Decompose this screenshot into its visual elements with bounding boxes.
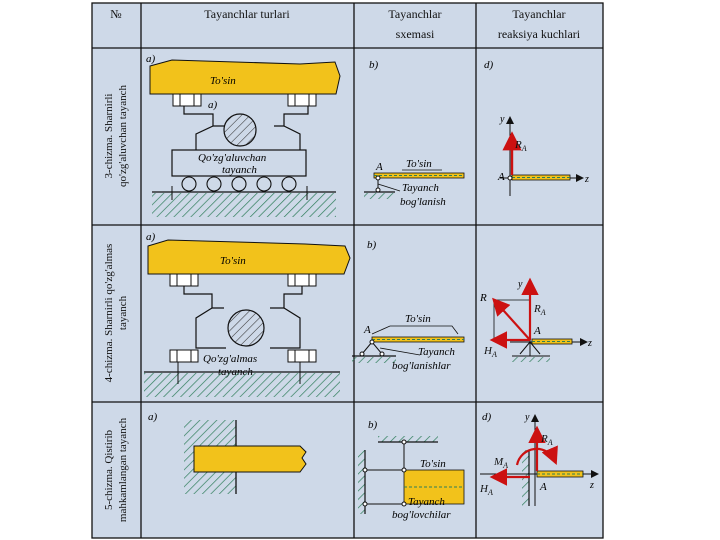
row1-force-ra-label: RA [514, 139, 527, 153]
row1-hinge [223, 113, 257, 147]
row1-movable-body [171, 149, 307, 177]
header-col3-line1: Tayanchlar [512, 7, 565, 21]
row2-beam [147, 239, 351, 275]
row2-ground [144, 373, 340, 397]
row1-scheme-support-1: Tayanch [402, 182, 439, 194]
row3-scheme: b) To'sin Tayanch bog'lovchilar [358, 419, 465, 521]
row1-reactions: d) y z RA A [484, 59, 589, 196]
row3-label-a: a) [148, 411, 158, 423]
row1-label-a: a) [146, 53, 156, 65]
row1-scheme-point: A [375, 161, 383, 173]
header-col2-line2: sxemasi [396, 27, 435, 41]
row2-hinge [227, 309, 265, 347]
table-grid [91, 2, 604, 539]
row1-point-a: A [497, 171, 505, 183]
row1-axis-z-label: z [584, 174, 589, 185]
row3-label-b: b) [368, 419, 378, 431]
row2-force-ra-label: RA [533, 303, 546, 317]
side-labels: 3-chizma. Sharnirli qo'zg'aluvchan tayan… [103, 85, 129, 523]
row2-side-line2: tayanch [117, 295, 129, 330]
row2-scheme-support-2: bog'lanishlar [392, 360, 451, 372]
row3-beam [193, 445, 307, 473]
row2-beam-label: To'sin [220, 255, 246, 267]
row3-force-ma-label: MA [493, 456, 508, 470]
row3-scheme-beam-label: To'sin [420, 458, 446, 470]
row2-scheme: b) To'sin A Tayanch bog'lanishlar [352, 239, 465, 372]
row2-label-a: a) [146, 231, 156, 243]
row1-reaction-beam [511, 174, 571, 181]
row1-beam-label: To'sin [210, 75, 236, 87]
row1-side-line2: qo'zg'aluvchan tayanch [117, 85, 129, 188]
row2-reactions: y z RA HA R A [479, 277, 592, 362]
row3-axis-z-label: z [589, 480, 594, 491]
row1-label-d: d) [484, 59, 494, 71]
row2-force-ha-label: HA [483, 345, 497, 359]
row2-scheme-point: A [363, 324, 371, 336]
row1-side-line1: 3-chizma. Sharnirli [103, 94, 115, 179]
row1-label-b: b) [369, 59, 379, 71]
header-col3-line2: reaksiya kuchlari [498, 27, 581, 41]
table-header: № Tayanchlar turlari Tayanchlar sxemasi … [110, 7, 581, 41]
row2-support-label-1: Qo'zg'almas [203, 353, 257, 365]
row1-support-label-2: tayanch [222, 164, 257, 176]
row2-label-b: b) [367, 239, 377, 251]
row1-scheme: b) To'sin A Tayanch bog'lanish [364, 59, 465, 208]
row3-scheme-support-1: Tayanch [408, 496, 445, 508]
header-col1: Tayanchlar turlari [204, 7, 290, 21]
row3-moment-arc [515, 445, 558, 466]
row1-scheme-support-2: bog'lanish [400, 196, 446, 208]
row3-label-d: d) [482, 411, 492, 423]
header-col2-line1: Tayanchlar [388, 7, 441, 21]
row2-support-drawing: a) To'sin Qo'zg'almas tayanch [144, 231, 351, 397]
row2-side-line1: 4-chizma. Sharnirli qo'zg'almas [103, 244, 115, 383]
row1-label-a2: a) [208, 99, 218, 111]
row3-point-a: A [539, 481, 547, 493]
row1-scheme-beam-label: To'sin [406, 158, 432, 170]
row2-axis-z-label: z [587, 338, 592, 349]
row3-force-ra-label: RA [540, 433, 553, 447]
row3-support-drawing: a) [148, 411, 307, 494]
row1-support-drawing: a) To'sin a) Qo'zg'aluvchan tayanch [146, 53, 341, 217]
row3-axis-y-label: y [524, 412, 530, 423]
header-num: № [110, 7, 121, 21]
row2-point-a: A [533, 325, 541, 337]
row2-force-r-label: R [479, 292, 487, 304]
row1-support-label-1: Qo'zg'aluvchan [198, 152, 267, 164]
row1-beam [149, 59, 341, 95]
row3-reactions: d) y z RA MA HA A [479, 411, 599, 506]
row3-side-line1: 5-chizma. Qistirib [103, 429, 115, 510]
row2-scheme-beam-label: To'sin [405, 313, 431, 325]
row1-rollers [181, 176, 297, 192]
row3-side-line2: mahkamlangan tayanch [117, 417, 129, 522]
row3-scheme-support-2: bog'lovchilar [392, 509, 451, 521]
row1-axis-y-label: y [499, 114, 505, 125]
row2-scheme-support-1: Tayanch [418, 346, 455, 358]
row2-axis-y-label: y [517, 279, 523, 290]
row3-force-ha-label: HA [479, 483, 493, 497]
row1-ground [152, 193, 336, 217]
row2-force-r [492, 297, 531, 341]
